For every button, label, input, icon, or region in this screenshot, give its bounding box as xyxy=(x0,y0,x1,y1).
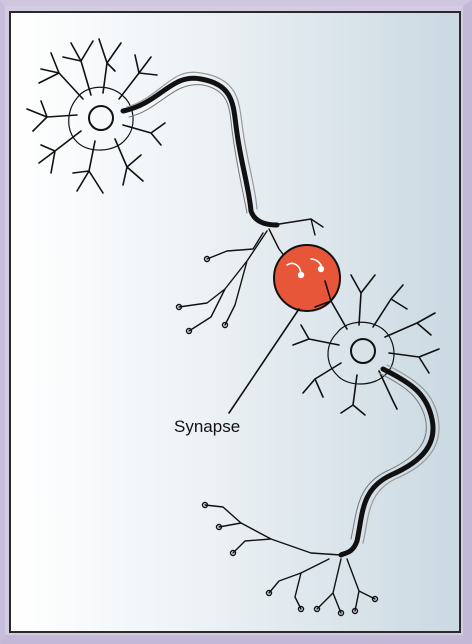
neuron-2-soma xyxy=(328,322,394,384)
neuron-2-nucleus xyxy=(351,339,375,363)
neuron-1-soma xyxy=(69,87,133,150)
neuron-1 xyxy=(27,39,165,193)
synapse-pointer-line xyxy=(229,309,299,413)
neuron-1-dendrites xyxy=(27,39,165,193)
diagram-panel: Synapse xyxy=(9,11,461,633)
neuron-2-axon-terminals xyxy=(203,503,378,616)
neuron-diagram xyxy=(11,13,461,633)
neuron-1-axon xyxy=(123,72,277,225)
neuron-1-nucleus xyxy=(89,106,113,130)
synapse-label: Synapse xyxy=(174,417,240,437)
